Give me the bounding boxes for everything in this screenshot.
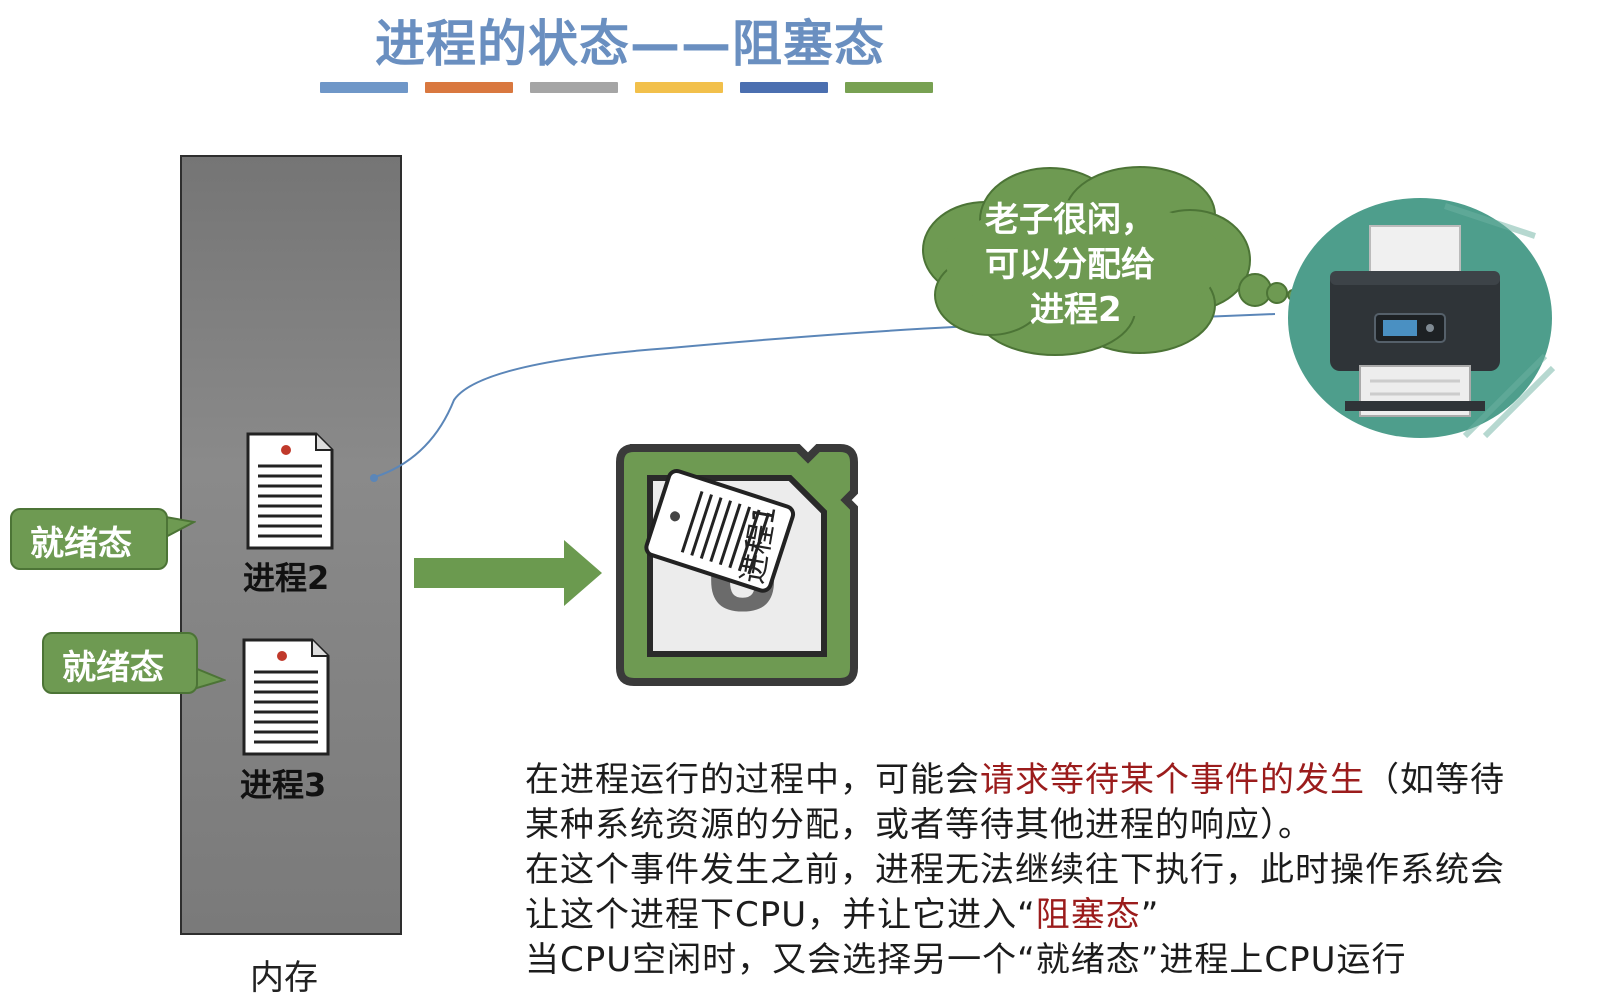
document-icon [242, 638, 330, 756]
thought-line-3: 进程2 [1030, 290, 1122, 330]
description-line-4: 让这个进程下CPU，并让它进入“阻塞态” [525, 887, 1159, 936]
description-line-2: 某种系统资源的分配，或者等待其他进程的响应）。 [525, 805, 1313, 845]
thought-line-2: 可以分配给 [985, 245, 1155, 285]
title-stripe-6 [845, 82, 933, 93]
thought-cloud-icon [922, 166, 1299, 356]
link-line [370, 313, 1276, 482]
slide-title: 进程的状态——阻塞态 [375, 15, 885, 73]
ready-state-callout: 就绪态 [42, 632, 198, 694]
description-emphasis: 阻塞态 [1035, 895, 1141, 935]
description-text: （如等待 [1365, 760, 1505, 800]
callout-pointer [190, 664, 226, 692]
printer-icon [1288, 198, 1555, 439]
title-stripe-3 [530, 82, 618, 93]
ready-state-callout: 就绪态 [10, 508, 168, 570]
description-line-3: 在这个事件发生之前，进程无法继续往下执行，此时操作系统会 [525, 850, 1505, 890]
title-stripe-5 [740, 82, 828, 93]
cpu-chip-icon: U 进程1 [616, 444, 858, 686]
process-2-label: 进程2 [243, 559, 330, 597]
thought-line-1: 老子很闲， [985, 200, 1155, 240]
document-icon [246, 432, 334, 550]
description-text: 在进程运行的过程中，可能会 [525, 760, 980, 800]
description-line-5: 当CPU空闲时，又会选择另一个“就绪态”进程上CPU运行 [525, 940, 1407, 980]
process-3-label: 进程3 [240, 766, 327, 804]
description-line-1: 在进程运行的过程中，可能会请求等待某个事件的发生（如等待 [525, 752, 1505, 801]
description-emphasis: 请求等待某个事件的发生 [980, 760, 1365, 800]
title-stripe-4 [635, 82, 723, 93]
title-stripe-1 [320, 82, 408, 93]
memory-label: 内存 [250, 958, 318, 998]
callout-pointer [160, 514, 196, 542]
description-text: ” [1140, 895, 1160, 935]
description-text: 让这个进程下CPU，并让它进入“ [525, 895, 1036, 935]
title-stripe-2 [425, 82, 513, 93]
right-arrow-icon [414, 540, 602, 606]
